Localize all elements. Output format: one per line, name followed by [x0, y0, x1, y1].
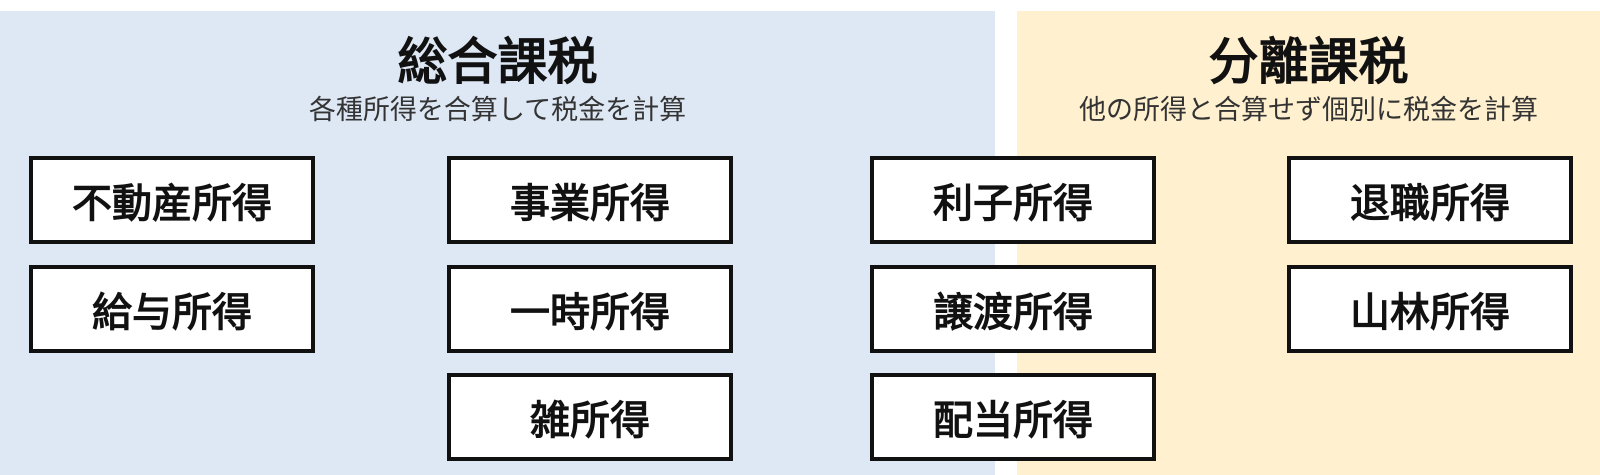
separate-taxation-title: 分離課税 — [1208, 33, 1409, 91]
income-box-real-estate: 不動産所得 — [29, 156, 315, 244]
income-box-transfer: 譲渡所得 — [870, 265, 1156, 353]
income-box-business: 事業所得 — [447, 156, 733, 244]
income-box-timber: 山林所得 — [1287, 265, 1573, 353]
income-box-interest: 利子所得 — [870, 156, 1156, 244]
general-taxation-title: 総合課税 — [397, 33, 598, 91]
general-taxation-subtitle: 各種所得を合算して税金を計算 — [308, 95, 687, 126]
income-box-miscellaneous: 雑所得 — [447, 373, 733, 461]
income-box-retirement: 退職所得 — [1287, 156, 1573, 244]
income-box-dividend: 配当所得 — [870, 373, 1156, 461]
income-box-occasional: 一時所得 — [447, 265, 733, 353]
separate-taxation-subtitle: 他の所得と合算せず個別に税金を計算 — [1079, 95, 1538, 126]
income-box-salary: 給与所得 — [29, 265, 315, 353]
